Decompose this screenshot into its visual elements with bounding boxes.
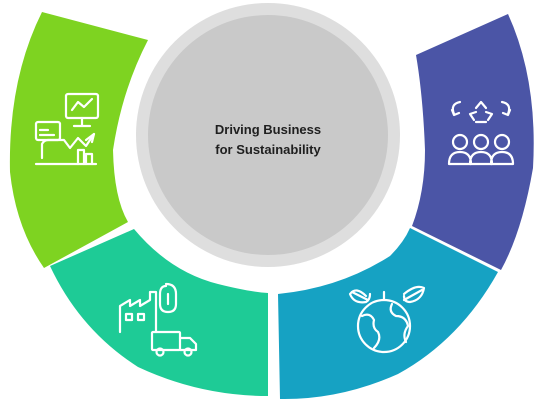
community-recycle-icon <box>447 100 515 166</box>
segment-bottom-left <box>50 229 268 396</box>
supply-chain-icon <box>118 282 198 357</box>
center-inner-disc <box>148 15 388 255</box>
center-title-line-2: for Sustainability <box>215 142 321 157</box>
earth-leaves-icon <box>348 285 426 354</box>
center-circle: Driving Business for Sustainability <box>136 3 400 267</box>
data-analytics-icon <box>34 92 100 166</box>
segment-ring <box>9 12 534 400</box>
segment-top-right <box>412 14 534 270</box>
center-title-line-1: Driving Business <box>215 122 321 137</box>
segment-bottom-right <box>278 228 498 400</box>
